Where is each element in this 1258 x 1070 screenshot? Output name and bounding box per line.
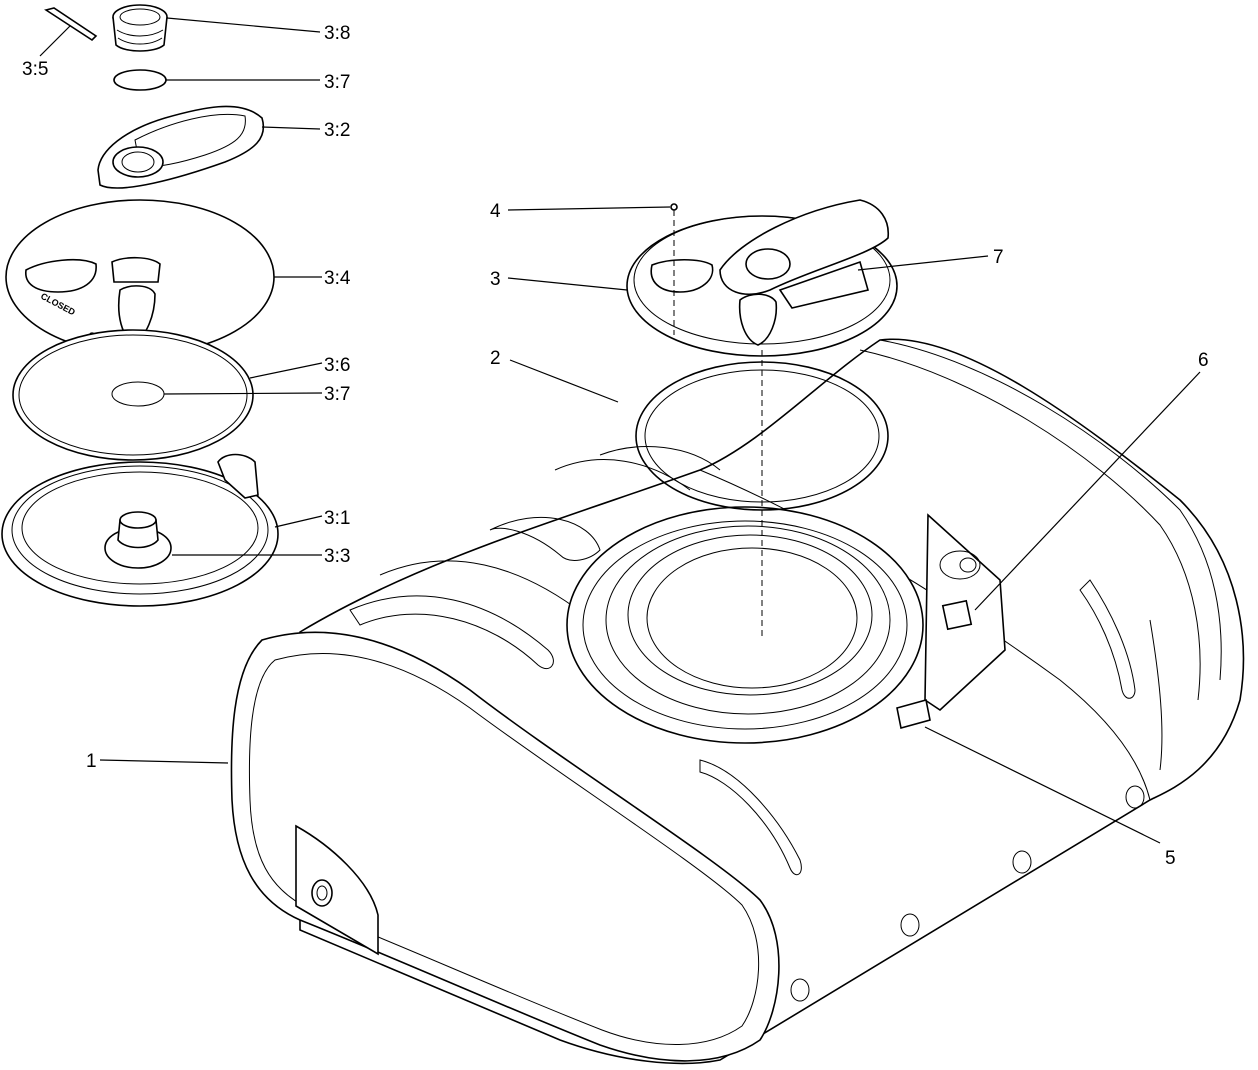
callout-2: 2 bbox=[490, 348, 501, 369]
callout-5: 5 bbox=[1165, 848, 1176, 869]
o-ring-part-3-7-top bbox=[113, 69, 167, 91]
lid-disc-part-3-4: CLOSED OPEN bbox=[5, 199, 275, 355]
callout-3-1: 3:1 bbox=[324, 508, 350, 529]
callout-3: 3 bbox=[490, 269, 501, 290]
callout-3-5: 3:5 bbox=[22, 59, 48, 80]
callout-3-8: 3:8 bbox=[324, 23, 350, 44]
callout-3-7-upper: 3:7 bbox=[324, 72, 350, 93]
callout-4: 4 bbox=[490, 201, 501, 222]
disc-part-3-6 bbox=[12, 329, 254, 461]
callout-1: 1 bbox=[86, 751, 97, 772]
callout-6: 6 bbox=[1198, 350, 1209, 371]
leader-lines bbox=[39, 17, 1201, 844]
key-part-3-5 bbox=[44, 7, 98, 42]
callout-3-2: 3:2 bbox=[324, 120, 350, 141]
callout-3-3: 3:3 bbox=[324, 546, 350, 567]
base-ring-part-3-1 bbox=[1, 453, 279, 607]
exploded-lid-parts: CLOSED OPEN bbox=[1, 4, 279, 607]
tank-body bbox=[230, 338, 1245, 1065]
lid-assembly bbox=[626, 199, 898, 640]
callout-3-4: 3:4 bbox=[324, 268, 351, 289]
screw-part-4 bbox=[670, 203, 678, 211]
callout-3-6: 3:6 bbox=[324, 355, 350, 376]
callout-7: 7 bbox=[993, 247, 1004, 268]
plug-part-3-8 bbox=[112, 4, 168, 52]
cover-part-3-2 bbox=[97, 105, 265, 189]
callout-3-7-lower: 3:7 bbox=[324, 384, 350, 405]
